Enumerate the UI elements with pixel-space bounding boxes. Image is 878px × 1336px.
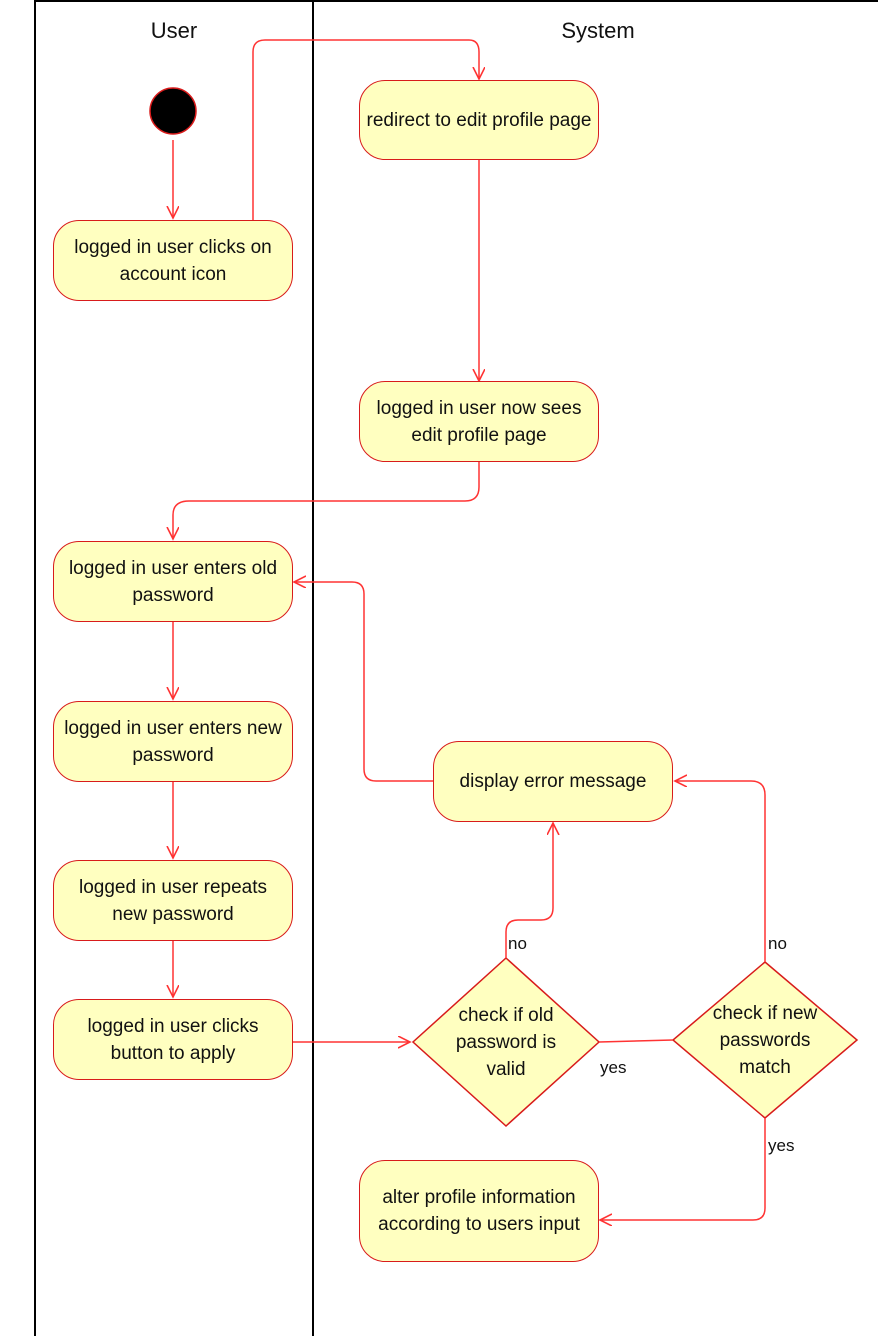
action-clicks-apply: logged in user clicks button to apply: [53, 999, 293, 1080]
guard-yes-new: yes: [768, 1136, 795, 1155]
edge-check-new-yes-to-alter: [600, 1118, 766, 1220]
action-alter-profile: alter profile information according to u…: [359, 1160, 599, 1262]
edge-check-old-yes-to-check-new: [598, 1039, 674, 1043]
guard-no-new: no: [768, 934, 787, 953]
decision-check-old-password: [411, 956, 601, 1128]
edge-click-account-to-redirect: [252, 39, 479, 220]
action-repeats-new-password: logged in user repeats new password: [53, 860, 293, 941]
edge-sees-edit-to-enters-old: [173, 462, 480, 539]
decision-label-check-new: check if new passwords match: [712, 1002, 818, 1078]
action-clicks-account-icon: logged in user clicks on account icon: [53, 220, 293, 301]
edge-check-new-no-to-error: [675, 781, 766, 962]
decision-label-check-old: check if old password is valid: [455, 1004, 557, 1080]
lane-title-user: User: [150, 18, 198, 43]
action-redirect-edit-profile: redirect to edit profile page: [359, 80, 599, 160]
guard-no-old: no: [508, 934, 527, 953]
guard-yes-old: yes: [600, 1058, 627, 1077]
action-enters-old-password: logged in user enters old password: [53, 541, 293, 622]
action-enters-new-password: logged in user enters new password: [53, 701, 293, 782]
initial-node: [149, 87, 197, 135]
action-display-error: display error message: [433, 741, 673, 822]
swimlane-borders: [34, 0, 878, 1336]
lane-title-system: System: [561, 18, 635, 43]
edge-error-to-enters-old: [294, 582, 433, 782]
edge-check-old-no-to-error: [505, 823, 553, 958]
action-sees-edit-profile: logged in user now sees edit profile pag…: [359, 381, 599, 462]
